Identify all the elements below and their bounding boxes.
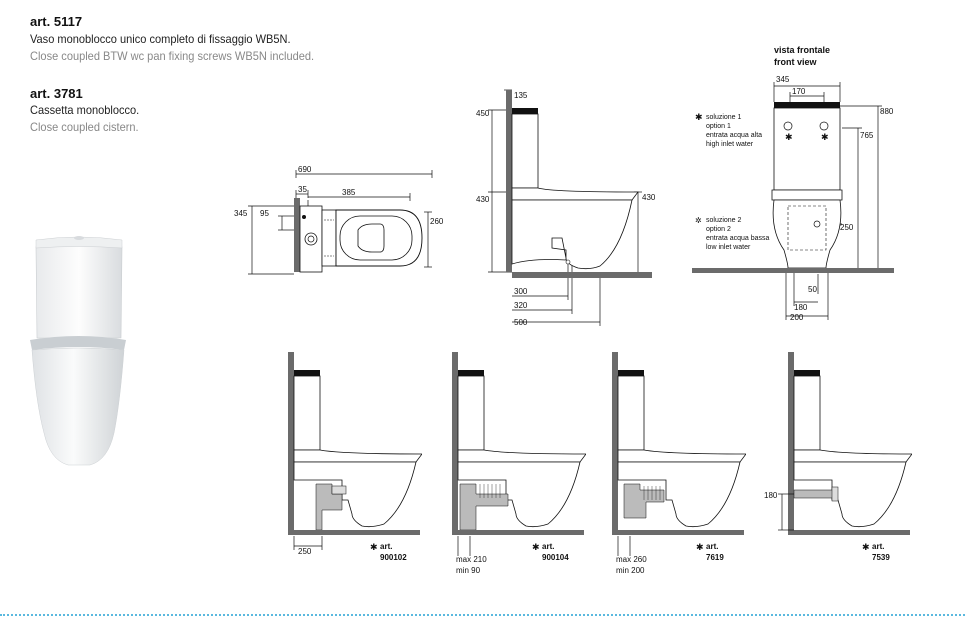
front-dim-w-inner: 170 [792, 87, 806, 96]
svg-text:✱: ✱ [785, 132, 793, 142]
sol1-line1: soluzione 1 [706, 114, 742, 121]
inst2-art-label: art. [542, 542, 554, 551]
front-dim-w-total: 345 [776, 75, 790, 84]
inst2-art-code: 900104 [542, 553, 569, 562]
sol1-line4: high inlet water [706, 141, 754, 148]
inst1-dim: 250 [298, 547, 312, 556]
product-desc-it-3781: Cassetta monoblocco. [30, 103, 140, 117]
svg-text:✱: ✱ [370, 542, 378, 552]
front-view-drawing: vista frontale front view ✱ ✱ 345 170 88… [692, 45, 894, 322]
front-dim-h-total: 880 [880, 107, 894, 116]
product-desc-en-3781: Close coupled cistern. [30, 120, 139, 134]
inst4-dim: 180 [764, 491, 778, 500]
top-dim-b: 385 [342, 188, 356, 197]
front-title-en: front view [774, 57, 818, 67]
front-dim-h-50: 50 [808, 285, 817, 294]
installation-900104: max 210 min 90 ✱ art. 900104 [452, 352, 586, 575]
svg-text:✱: ✱ [695, 112, 703, 122]
inst3-art-code: 7619 [706, 553, 724, 562]
product-code-5117: art. 5117 [30, 14, 83, 29]
inst3-max: max 260 [616, 555, 647, 564]
top-dim-h-right: 260 [430, 217, 444, 226]
side-dim-cistern: 450 [476, 109, 490, 118]
side-dim-pan: 430 [476, 195, 490, 204]
front-dim-h-mid: 765 [860, 131, 874, 140]
side-view-drawing: 450 135 430 430 300 320 500 [476, 89, 656, 327]
sol2-line1: soluzione 2 [706, 217, 742, 224]
inst1-art-label: art. [380, 542, 392, 551]
inst3-min: min 200 [616, 566, 645, 575]
product-desc-en-5117: Close coupled BTW wc pan fixing screws W… [30, 49, 315, 63]
installation-7539: 180 ✱ art. 7539 [764, 352, 912, 562]
front-title-it: vista frontale [774, 45, 830, 55]
installation-900102: 250 ✱ art. 900102 [288, 352, 422, 562]
front-dim-w-180: 180 [794, 303, 808, 312]
top-dim-total: 690 [298, 165, 312, 174]
inst2-min: min 90 [456, 566, 481, 575]
inst3-art-label: art. [706, 542, 718, 551]
inst4-art-label: art. [872, 542, 884, 551]
side-dim-top: 135 [514, 91, 528, 100]
svg-text:✱: ✱ [821, 132, 829, 142]
side-dim-d2: 320 [514, 301, 528, 310]
svg-text:✱: ✱ [862, 542, 870, 552]
installation-7619: max 260 min 200 ✱ art. 7619 [612, 352, 746, 575]
sol2-line4: low inlet water [706, 244, 751, 251]
top-dim-h-small: 95 [260, 209, 269, 218]
product-photo [30, 236, 126, 466]
top-dim-h-left: 345 [234, 209, 248, 218]
footer-divider [0, 614, 965, 616]
inst1-art-code: 900102 [380, 553, 407, 562]
sol2-line2: option 2 [706, 226, 731, 233]
sol1-line2: option 1 [706, 123, 731, 130]
sol1-line3: entrata acqua alta [706, 132, 762, 139]
product-code-3781: art. 3781 [30, 86, 83, 101]
svg-text:✱: ✱ [532, 542, 540, 552]
side-dim-right: 430 [642, 193, 656, 202]
svg-text:✲: ✲ [695, 216, 702, 225]
side-dim-d1: 300 [514, 287, 528, 296]
product-desc-it-5117: Vaso monoblocco unico completo di fissag… [30, 32, 291, 46]
front-dim-h-250: 250 [840, 223, 854, 232]
front-dim-w-200: 200 [790, 313, 804, 322]
top-dim-a: 35 [298, 185, 307, 194]
svg-text:✱: ✱ [696, 542, 704, 552]
side-dim-d3: 500 [514, 318, 528, 327]
top-view-drawing: 690 35 385 345 95 260 [234, 165, 444, 275]
inst4-art-code: 7539 [872, 553, 890, 562]
sol2-line3: entrata acqua bassa [706, 235, 770, 242]
inst2-max: max 210 [456, 555, 487, 564]
